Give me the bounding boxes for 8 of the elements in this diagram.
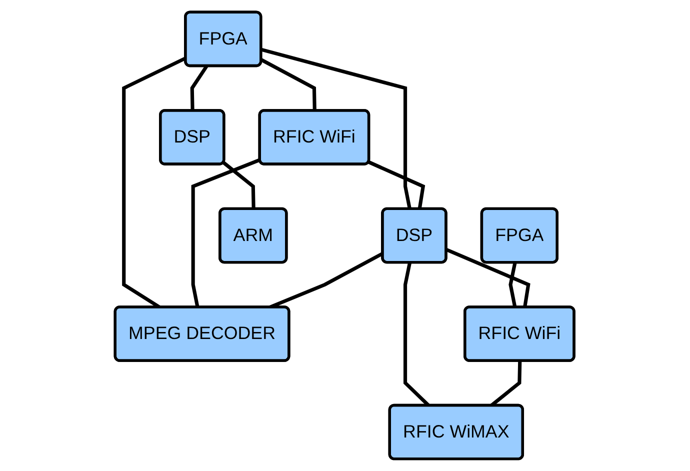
connector xyxy=(368,160,426,210)
connector xyxy=(509,262,518,308)
connector xyxy=(190,65,209,111)
connector xyxy=(260,58,317,111)
connector xyxy=(192,158,262,308)
connector xyxy=(446,248,531,308)
connector xyxy=(222,161,256,210)
connector xyxy=(261,48,412,210)
